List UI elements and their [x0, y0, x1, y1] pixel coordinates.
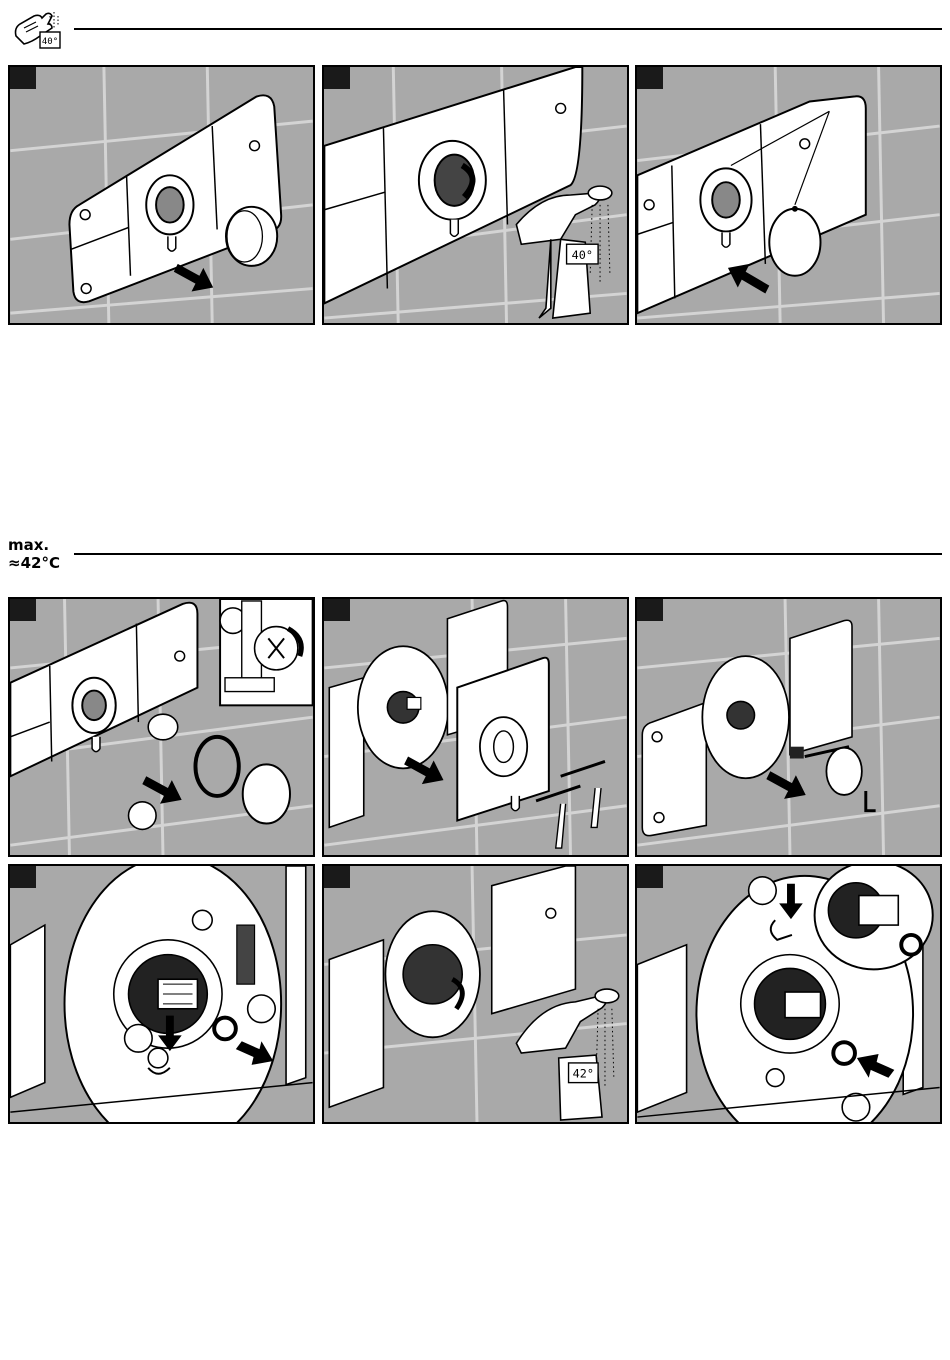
icon-readout: 40° — [42, 37, 58, 47]
bottom-divider — [74, 553, 942, 555]
adjust-temperature-illustration: 42° — [324, 866, 627, 1122]
thermometer-readout: 42° — [573, 1067, 594, 1081]
step-panel-3 — [635, 65, 942, 325]
step-number-badge — [10, 866, 36, 888]
refit-clip-illustration — [637, 866, 940, 1122]
step-panel-4 — [8, 597, 315, 857]
top-divider — [74, 28, 942, 30]
disassemble-handle-illustration — [10, 599, 313, 855]
remove-plate-illustration — [324, 599, 627, 855]
thermometer-readout: 40° — [572, 248, 593, 262]
max-temperature-label: max. ≈42°C — [8, 536, 60, 572]
hand-thermometer-icon: 40° — [10, 6, 66, 50]
step-panel-2: 40° — [322, 65, 629, 325]
remove-handle-illustration — [10, 67, 313, 323]
step-number-badge — [10, 67, 36, 89]
step-panel-1 — [8, 65, 315, 325]
refit-handle-illustration — [637, 67, 940, 323]
remove-screw-illustration — [637, 599, 940, 855]
measure-temperature-illustration: 40° — [324, 67, 627, 323]
step-number-badge — [637, 866, 663, 888]
step-panel-9 — [635, 864, 942, 1124]
max-label-line2: ≈42°C — [8, 554, 60, 572]
max-label-line1: max. — [8, 536, 60, 554]
step-number-badge — [324, 866, 350, 888]
step-number-badge — [637, 67, 663, 89]
step-panel-7 — [8, 864, 315, 1124]
step-panel-5 — [322, 597, 629, 857]
step-panel-6 — [635, 597, 942, 857]
step-number-badge — [637, 599, 663, 621]
step-panel-8: 42° — [322, 864, 629, 1124]
step-number-badge — [10, 599, 36, 621]
remove-clip-illustration — [10, 866, 313, 1122]
step-number-badge — [324, 599, 350, 621]
step-number-badge — [324, 67, 350, 89]
